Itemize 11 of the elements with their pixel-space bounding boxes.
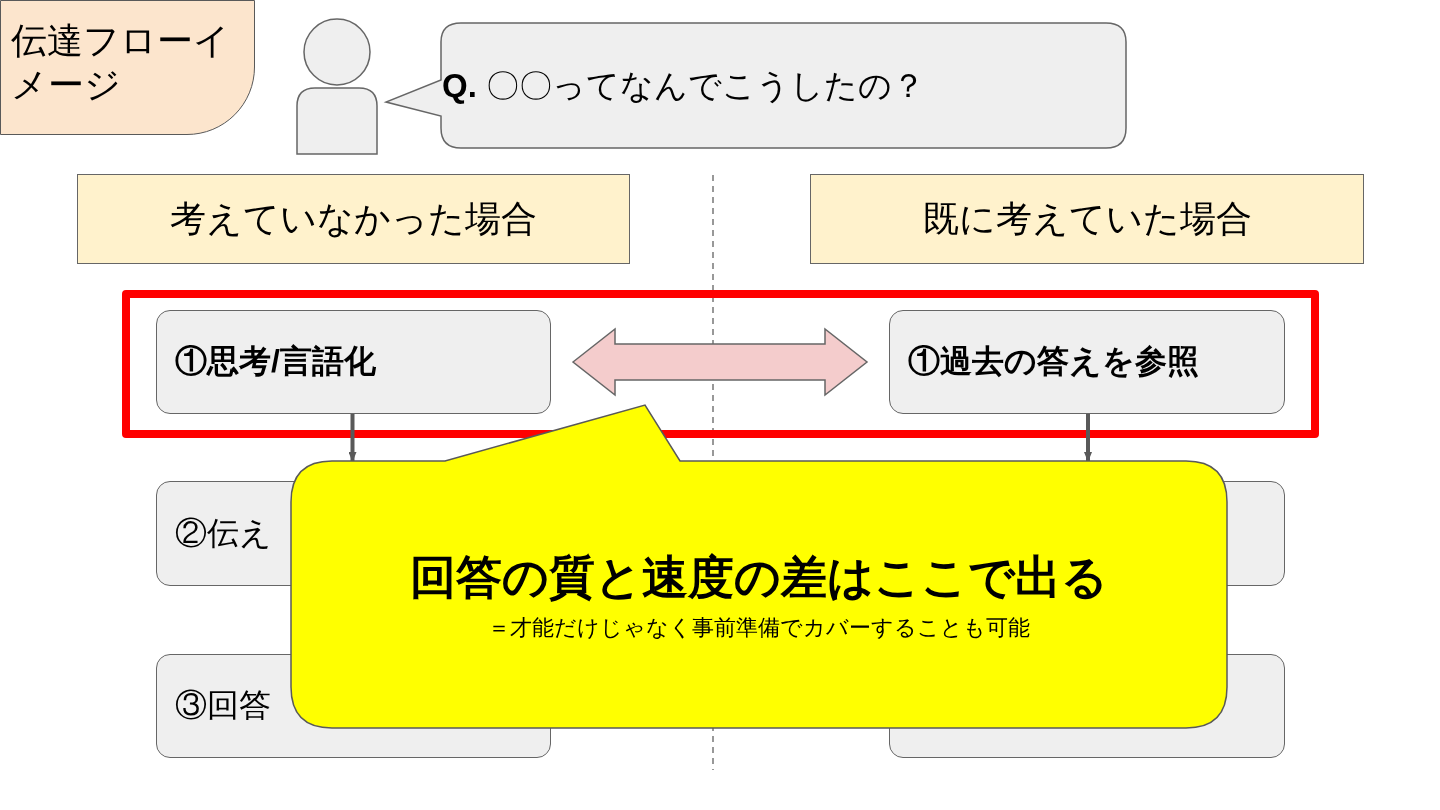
title-tab: 伝達フローイメージ bbox=[0, 0, 255, 135]
step-box: ①過去の答えを参照 bbox=[889, 310, 1285, 414]
step-box: ①思考/言語化 bbox=[156, 310, 551, 414]
double-arrow bbox=[571, 327, 869, 397]
arrow bbox=[1084, 414, 1092, 462]
highlight-frame bbox=[122, 290, 1319, 438]
arrow bbox=[348, 414, 357, 462]
callout-note: ＝才能だけじゃなく事前準備でカバーすることも可能 bbox=[487, 614, 1031, 642]
case-header: 考えていなかった場合 bbox=[77, 174, 630, 264]
question-text: Q. 〇〇ってなんでこうしたの？ bbox=[442, 66, 925, 106]
case-header: 既に考えていた場合 bbox=[810, 174, 1364, 264]
